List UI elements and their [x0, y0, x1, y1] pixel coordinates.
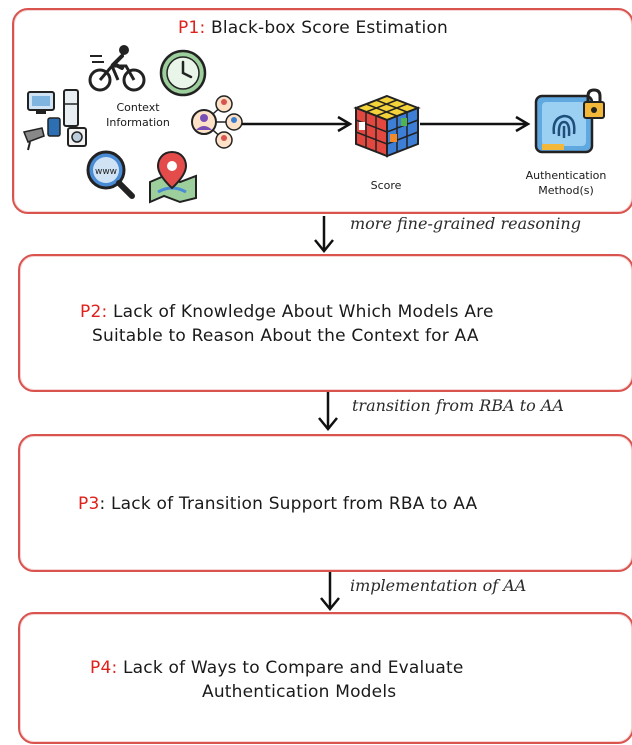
p4-prefix: P4: — [90, 658, 118, 678]
down-arrow-3 — [320, 572, 340, 611]
www-search-icon: www — [86, 150, 135, 199]
computer-devices-icon — [22, 89, 87, 151]
p2-title-line1: P2: Lack of Knowledge About Which Models… — [80, 302, 494, 322]
auth-label-line1: Authentication — [525, 169, 607, 182]
auth-label-line2: Method(s) — [538, 184, 594, 197]
map-pin-icon — [149, 150, 197, 204]
p4-line1-text: Lack of Ways to Compare and Evaluate — [117, 658, 464, 678]
p2-box — [18, 254, 632, 392]
p3-title-text: : Lack of Transition Support from RBA to… — [99, 494, 478, 514]
p2-line1-text: Lack of Knowledge About Which Models Are — [107, 302, 494, 322]
p3-title: P3: Lack of Transition Support from RBA … — [78, 494, 477, 514]
p1-title-text: Black-box Score Estimation — [205, 18, 449, 38]
arrow2-label: transition from RBA to AA — [352, 396, 564, 415]
clock-icon — [159, 49, 207, 97]
context-label-line2: Information — [106, 116, 170, 129]
arrow1-label: more fine-grained reasoning — [350, 214, 581, 233]
p2-prefix: P2: — [80, 302, 108, 322]
p1-title: P1: Black-box Score Estimation — [178, 18, 448, 38]
down-arrow-2 — [318, 392, 338, 431]
p1-prefix: P1: — [178, 18, 206, 38]
p2-title-line2: Suitable to Reason About the Context for… — [92, 326, 479, 346]
fingerprint-lock-icon — [534, 88, 605, 154]
context-label: Context Information — [96, 100, 180, 130]
p3-prefix: P3 — [78, 494, 100, 514]
rubiks-cube-icon — [353, 94, 421, 158]
arrow3-label: implementation of AA — [350, 576, 527, 595]
people-network-icon — [191, 95, 243, 149]
score-label: Score — [370, 179, 402, 192]
svg-text:www: www — [95, 167, 117, 177]
p4-title-line2: Authentication Models — [202, 682, 397, 702]
p4-box — [18, 612, 632, 744]
auth-label: Authentication Method(s) — [514, 168, 618, 198]
p3-box — [18, 434, 632, 572]
p4-title-line1: P4: Lack of Ways to Compare and Evaluate — [90, 658, 464, 678]
arrow-score-to-auth — [420, 115, 531, 133]
context-label-line1: Context — [116, 101, 160, 114]
cyclist-icon — [88, 45, 146, 92]
arrow-context-to-score — [242, 115, 353, 133]
down-arrow-1 — [314, 216, 334, 253]
